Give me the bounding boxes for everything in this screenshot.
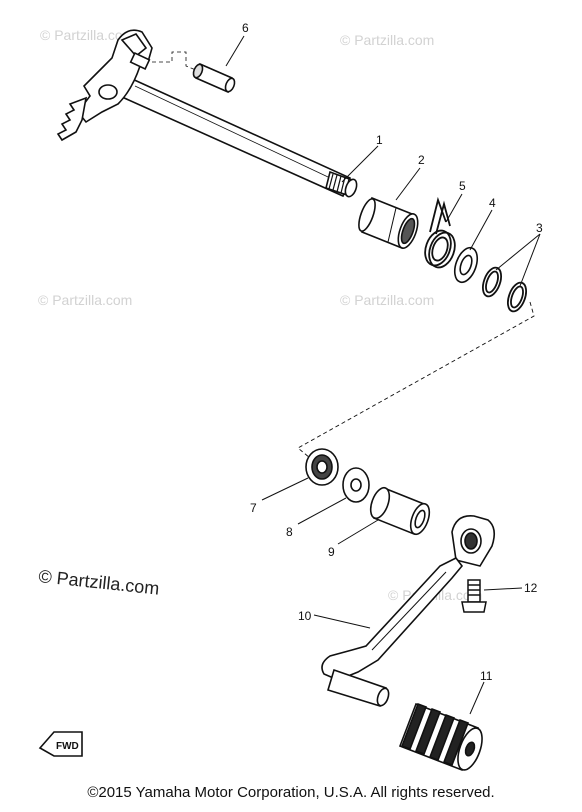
watermark: © Partzilla.com (340, 32, 434, 48)
copyright-notice: ©2015 Yamaha Motor Corporation, U.S.A. A… (87, 784, 495, 801)
callout-12: 12 (524, 581, 538, 595)
callout-10: 10 (298, 609, 312, 623)
oil-seal (305, 448, 339, 486)
callout-3: 3 (536, 221, 543, 235)
bolt (461, 579, 487, 613)
watermark: © Partzilla.com (40, 27, 134, 43)
watermark-partzilla: © Partzilla.com (38, 566, 161, 599)
shift-pedal (321, 515, 496, 707)
spacer (369, 486, 431, 536)
pin (192, 62, 236, 94)
forward-arrow-icon: FWD (38, 731, 83, 757)
callout-8: 8 (286, 525, 293, 539)
callout-4: 4 (489, 196, 496, 210)
leader-lines (225, 35, 541, 715)
callout-11: 11 (480, 669, 493, 683)
callout-1: 1 (376, 133, 383, 147)
callout-2: 2 (418, 153, 425, 167)
circlip (481, 266, 528, 313)
callout-7: 7 (250, 501, 257, 515)
watermark: © Partzilla.com (340, 292, 434, 308)
collar (358, 196, 419, 250)
callout-6: 6 (242, 21, 249, 35)
spring (424, 196, 456, 269)
watermark: © Partzilla.com (38, 292, 132, 308)
callout-5: 5 (459, 179, 466, 193)
washer (342, 467, 370, 503)
shift-shaft (56, 29, 358, 198)
guide-line (297, 301, 535, 459)
guide-line (152, 51, 197, 71)
washer (453, 246, 479, 284)
pedal-rubber (398, 702, 483, 772)
fwd-label: FWD (56, 741, 79, 752)
callout-9: 9 (328, 545, 335, 559)
